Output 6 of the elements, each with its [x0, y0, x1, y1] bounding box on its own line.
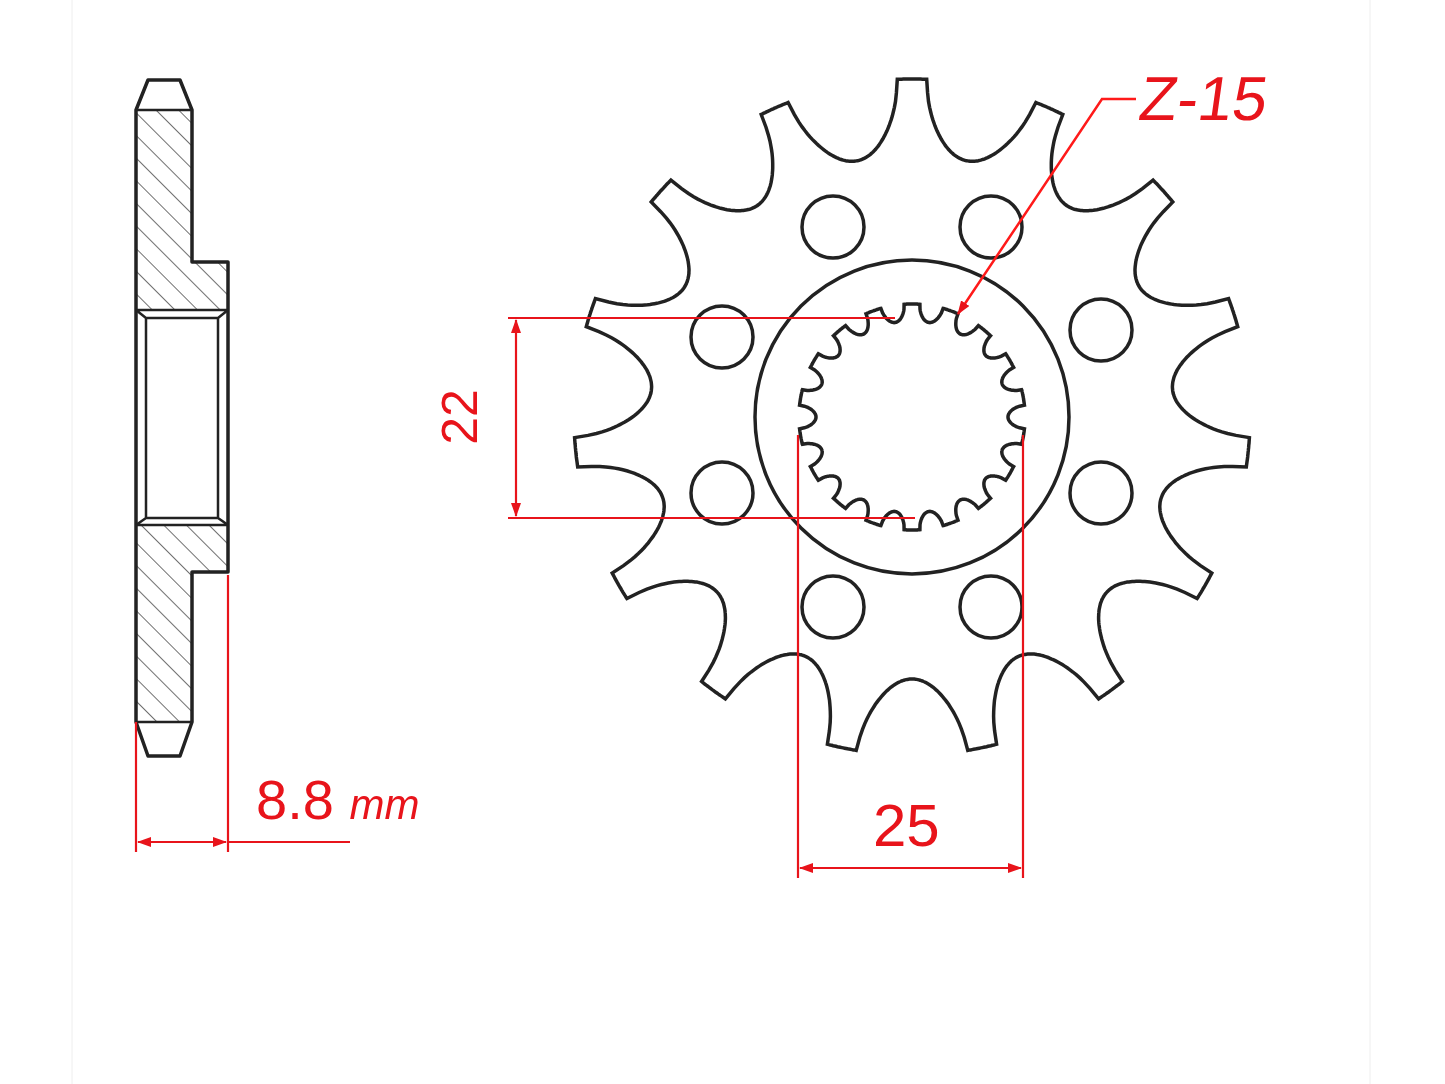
dimension-label: 25 [873, 796, 940, 856]
dimension-label: 8.8 mm [256, 772, 420, 828]
part-label: Z-15 [1135, 68, 1272, 130]
leader-line [956, 97, 1136, 315]
splined-bore [797, 302, 1027, 532]
dimension-label: 22 [434, 389, 485, 445]
